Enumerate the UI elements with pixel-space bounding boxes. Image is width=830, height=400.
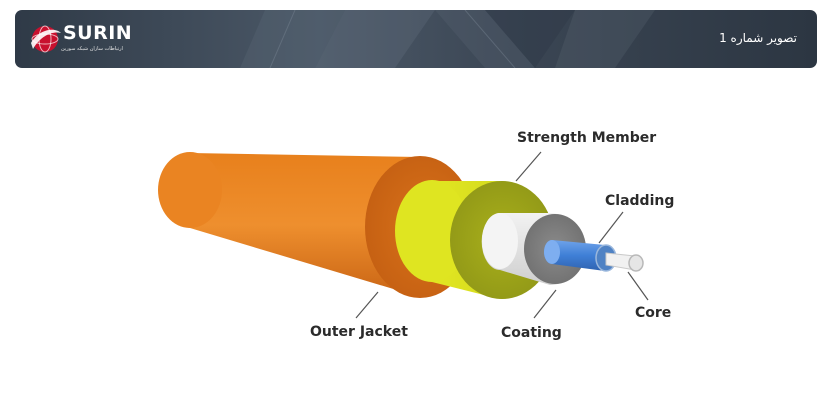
core-leader [627, 271, 649, 301]
label-core: Core [635, 305, 671, 321]
brand-name: SURIN [63, 22, 133, 44]
image-title: تصویر شماره 1 [719, 31, 797, 45]
header-bar: SURIN ارتباطات سازان شبکه سورین تصویر شم… [15, 10, 817, 68]
label-strength-member: Strength Member [517, 130, 656, 146]
label-cladding: Cladding [605, 193, 674, 209]
header-decoration [240, 10, 655, 68]
label-outer-jacket: Outer Jacket [310, 324, 408, 340]
surin-globe-icon [31, 25, 61, 53]
cladding-layer [544, 240, 617, 272]
surin-logo[interactable]: SURIN ارتباطات سازان شبکه سورین [25, 19, 135, 59]
cladding-leader [598, 211, 624, 244]
outer-jacket-leader [355, 291, 379, 319]
coating-leader [533, 289, 557, 319]
label-coating: Coating [501, 325, 562, 341]
core-layer [605, 252, 644, 272]
brand-tagline: ارتباطات سازان شبکه سورین [61, 46, 123, 52]
strength-member-leader [515, 151, 542, 182]
